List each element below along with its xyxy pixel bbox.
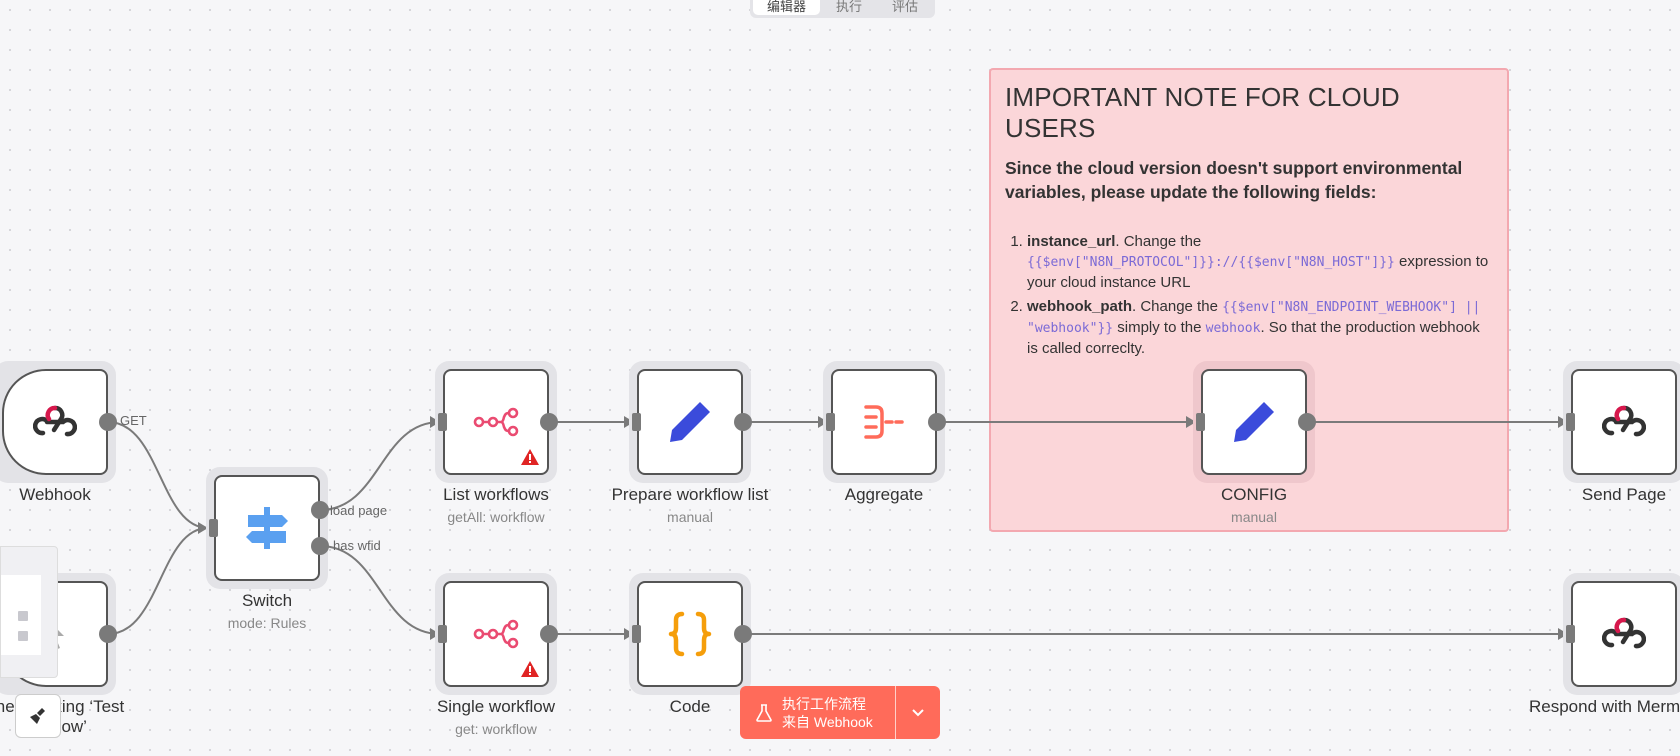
code-input-port[interactable] — [632, 625, 641, 643]
n8n-icon — [473, 407, 519, 437]
edge-label-get: GET — [120, 413, 147, 428]
node-prepare-workflow-list[interactable]: Prepare workflow list manual — [612, 361, 768, 525]
sticky-item2-text1: . Change the — [1132, 298, 1223, 315]
sticky-title: IMPORTANT NOTE FOR CLOUD USERS — [1005, 82, 1400, 143]
pencil-icon — [1234, 402, 1274, 442]
config-input-port[interactable] — [1196, 413, 1205, 431]
edge-switch-single — [319, 545, 441, 635]
arrow-config-in — [1186, 416, 1196, 428]
sticky-item2-code1: {{$env["N8N_ENDPOINT_WEBHOOK"] || "webho… — [1027, 300, 1481, 336]
edge-manual-switch — [107, 527, 209, 635]
aggregate-icon — [864, 405, 904, 439]
execute-dropdown[interactable] — [896, 686, 940, 739]
n8n-icon — [473, 619, 519, 649]
tab-executions[interactable]: 执行 — [836, 0, 863, 14]
node-label: Respond with Mermaid — [1529, 697, 1680, 716]
switch-output-has-wfid[interactable] — [311, 537, 329, 555]
node-label: Aggregate — [844, 485, 924, 504]
node-subtitle: getAll: workflow — [447, 509, 545, 525]
chevron-down-icon — [912, 708, 924, 716]
broom-icon — [30, 708, 45, 724]
code-braces-icon — [668, 611, 712, 657]
execute-source: 来自 Webhook — [782, 713, 873, 730]
config-output-port[interactable] — [1298, 413, 1316, 431]
prepare-input-port[interactable] — [632, 413, 641, 431]
arrow-switch-in — [198, 522, 208, 534]
sticky-item-instance-url: instance_url. Change the {{$env["N8N_PRO… — [1027, 232, 1493, 293]
webhook-icon — [1602, 617, 1646, 649]
canvas-mini-panel — [0, 546, 58, 678]
node-label: Send Page — [1581, 485, 1667, 504]
execute-main[interactable]: 执行工作流程 来自 Webhook — [740, 686, 895, 739]
tab-editor[interactable]: 编辑器 — [753, 0, 821, 15]
aggregate-output-port[interactable] — [928, 413, 946, 431]
sticky-item1-key: instance_url — [1027, 233, 1116, 250]
webhook-icon — [33, 405, 77, 437]
minimap-square — [18, 631, 28, 641]
prepare-output-port[interactable] — [734, 413, 752, 431]
manual-output-port[interactable] — [99, 625, 117, 643]
execute-label: 执行工作流程 — [782, 695, 866, 712]
send-page-input-port[interactable] — [1566, 413, 1575, 431]
node-label: List workflows — [443, 485, 549, 504]
single-output-port[interactable] — [540, 625, 558, 643]
sticky-list: instance_url. Change the {{$env["N8N_PRO… — [1005, 232, 1493, 359]
node-aggregate[interactable]: Aggregate — [823, 361, 946, 504]
node-switch[interactable]: Switch mode: Rules — [206, 467, 329, 631]
webhook-icon — [1602, 405, 1646, 437]
node-single-workflow[interactable]: Single workflow get: workflow — [435, 573, 558, 737]
node-code[interactable]: Code — [629, 573, 752, 716]
node-subtitle: mode: Rules — [227, 615, 307, 631]
switch-input-port[interactable] — [209, 519, 218, 537]
warning-icon — [521, 449, 539, 465]
tab-evaluations[interactable]: 评估 — [892, 0, 919, 14]
clear-execution-button[interactable] — [15, 694, 61, 738]
pencil-icon — [670, 402, 710, 442]
sticky-item2-key: webhook_path — [1027, 298, 1133, 315]
sticky-item2-code2: webhook — [1205, 321, 1261, 336]
respond-input-port[interactable] — [1566, 625, 1575, 643]
warning-icon — [521, 661, 539, 677]
signpost-icon — [246, 507, 288, 549]
aggregate-input-port[interactable] — [826, 413, 835, 431]
list-input-port[interactable] — [438, 413, 447, 431]
sticky-item2-text3: . So that the production webhook is call… — [1027, 319, 1480, 357]
execute-workflow-button[interactable]: 执行工作流程 来自 Webhook — [740, 686, 940, 739]
node-label: Webhook — [19, 485, 91, 504]
node-list-workflows[interactable]: List workflows getAll: workflow — [435, 361, 558, 525]
node-subtitle: manual — [667, 509, 713, 525]
sticky-item2-text2: simply to the — [1113, 319, 1206, 336]
edge-label-has-wfid: has wfid — [333, 538, 381, 553]
single-input-port[interactable] — [438, 625, 447, 643]
node-label: Prepare workflow list — [611, 485, 769, 504]
switch-output-load-page[interactable] — [311, 501, 329, 519]
flask-icon — [756, 703, 772, 722]
edge-switch-list — [319, 421, 441, 511]
edge-webhook-switch — [107, 421, 209, 529]
node-label: Switch — [241, 591, 293, 610]
webhook-output-port[interactable] — [99, 413, 117, 431]
code-output-port[interactable] — [734, 625, 752, 643]
node-label: CONFIG — [1220, 485, 1288, 504]
view-tabs: 编辑器 执行 评估 — [750, 0, 936, 18]
sticky-item-webhook-path: webhook_path. Change the {{$env["N8N_END… — [1027, 297, 1493, 359]
sticky-item1-text1: . Change the — [1115, 233, 1202, 250]
node-label: Code — [669, 697, 711, 716]
sticky-item1-text2: expression to your cloud instance URL — [1027, 253, 1489, 291]
node-webhook[interactable]: Webhook — [0, 361, 117, 504]
edge-label-load-page: load page — [330, 503, 388, 518]
node-send-page[interactable]: Send Page — [1563, 361, 1680, 504]
node-config[interactable]: CONFIG manual — [1193, 361, 1316, 525]
node-respond-mermaid[interactable]: Respond with Mermaid — [1529, 573, 1680, 716]
sticky-item1-code: {{$env["N8N_PROTOCOL"]}}://{{$env["N8N_H… — [1027, 255, 1395, 270]
node-subtitle: get: workflow — [455, 721, 537, 737]
sticky-lead: Since the cloud version doesn't support … — [1005, 158, 1463, 202]
node-label: Single workflow — [436, 697, 556, 716]
list-output-port[interactable] — [540, 413, 558, 431]
minimap-square — [18, 611, 28, 621]
node-subtitle: manual — [1231, 509, 1277, 525]
